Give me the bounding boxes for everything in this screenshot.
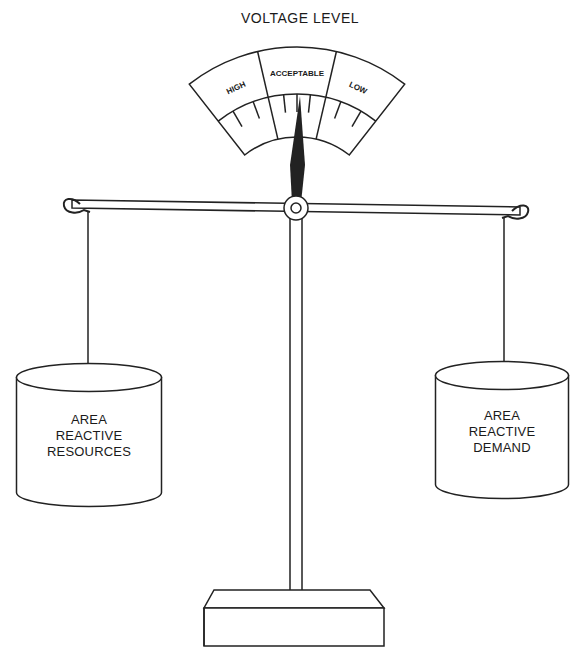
gauge-label: ACCEPTABLE (270, 69, 324, 78)
cylinder-body (436, 376, 569, 499)
pivot-pin (291, 203, 301, 213)
cylinder-top (436, 362, 569, 390)
diagram-title: VOLTAGE LEVEL (241, 10, 359, 26)
cylinder-label: AREA REACTIVE DEMAND (450, 408, 554, 456)
reactive-cylinder: AREA REACTIVE RESOURCES (15, 362, 163, 508)
reactive-cylinder: AREA REACTIVE DEMAND (434, 360, 570, 500)
left-hanger (87, 212, 89, 376)
right-hook (502, 205, 528, 218)
right-hanger (503, 218, 505, 374)
cylinder-label: AREA REACTIVE RESOURCES (37, 412, 141, 460)
left-hook (64, 199, 90, 213)
scale-post (290, 214, 302, 596)
beam-pivot (284, 196, 308, 220)
gauge-needle (290, 96, 305, 203)
scale-base (204, 590, 384, 646)
cylinder-top (17, 364, 162, 392)
cylinder-body (17, 378, 162, 507)
balance-beam (72, 200, 520, 215)
